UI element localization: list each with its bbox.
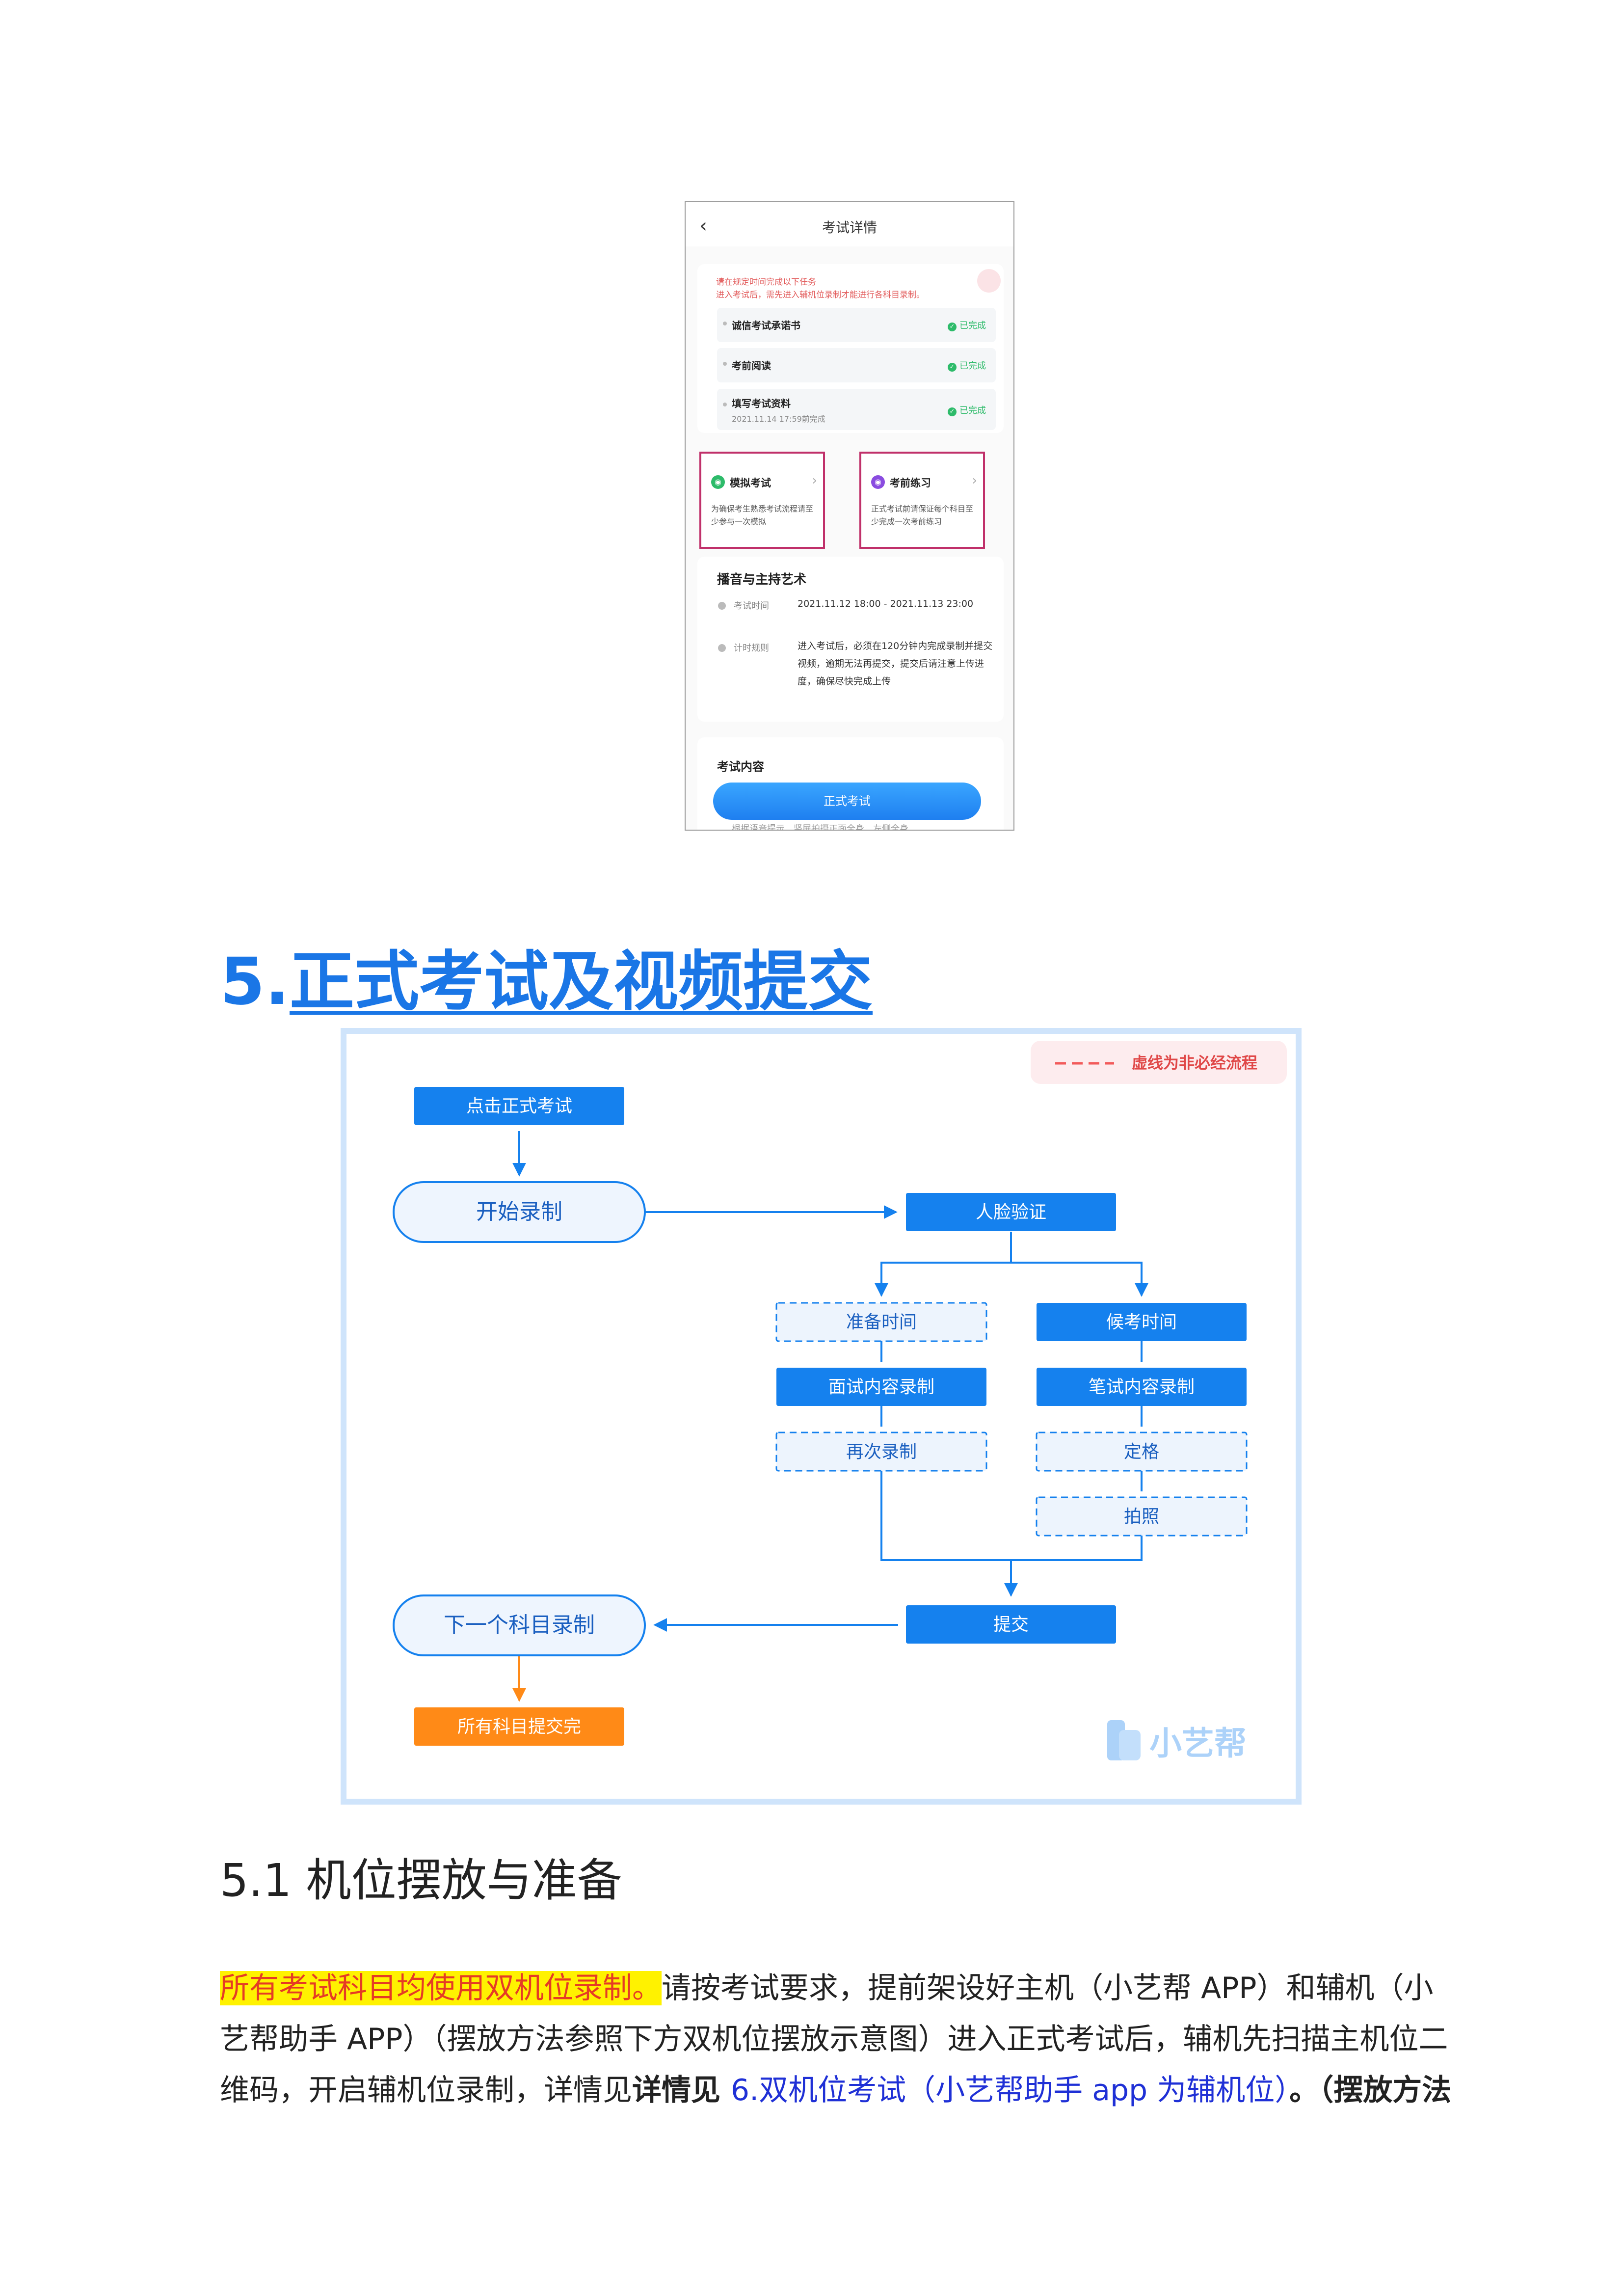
legend-label: 虚线为非必经流程 — [1132, 1053, 1257, 1072]
phone-title: 考试详情 — [822, 219, 877, 236]
practice-label: 考前练习 — [890, 477, 931, 489]
status-badge: ✓已完成 — [948, 319, 986, 331]
node-written-record: 笔试内容录制 — [1037, 1368, 1247, 1406]
arrow — [1011, 1262, 1148, 1297]
chevron-right-icon: › — [812, 473, 817, 488]
practice-icon: ◉ — [871, 475, 885, 489]
content-hint: 根据语音提示，竖屏拍摄正面全身、左侧全身、 — [732, 824, 917, 831]
phone-header: ‹ 考试详情 — [686, 202, 1013, 246]
time-label: 考试时间 — [734, 601, 769, 611]
node-next-subject: 下一个科目录制 — [393, 1594, 646, 1656]
svg-text:面试内容录制: 面试内容录制 — [828, 1377, 934, 1397]
notice-line2: 进入考试后，需先进入辅机位录制才能进行各科目录制。 — [716, 290, 925, 300]
body-line-3: 维码，开启辅机位录制，详情见详情见 6.双机位考试（小艺帮助手 app 为辅机位… — [220, 2073, 1452, 2107]
body-line-1: 所有考试科目均使用双机位录制。请按考试要求，提前架设好主机（小艺帮 APP）和辅… — [220, 1971, 1434, 2005]
node-face-verify: 人脸验证 — [906, 1193, 1116, 1231]
svg-text:人脸验证: 人脸验证 — [976, 1202, 1046, 1222]
node-all-done: 所有科目提交完 — [414, 1707, 624, 1746]
node-click-exam: 点击正式考试 — [414, 1087, 624, 1125]
node-interview-record: 面试内容录制 — [776, 1368, 986, 1406]
practice-desc: 正式考试前请保证每个科目至少完成一次考前练习 — [871, 504, 974, 526]
check-icon: ✓ — [948, 363, 957, 372]
check-icon: ✓ — [948, 323, 957, 331]
node-prep-time: 准备时间 — [775, 1302, 987, 1342]
svg-text:提交: 提交 — [993, 1615, 1029, 1635]
arrow — [875, 1232, 1012, 1297]
logo-icon — [1107, 1720, 1125, 1760]
rule-label: 计时规则 — [734, 643, 769, 653]
chevron-left-icon[interactable]: ‹ — [699, 215, 707, 237]
mock-exam-desc: 为确保考生熟悉考试流程请至少参与一次模拟 — [711, 504, 814, 526]
flowchart-frame — [341, 1028, 1302, 1805]
subsection-title: 5.1 机位摆放与准备 — [220, 1854, 622, 1907]
svg-text:候考时间: 候考时间 — [1106, 1312, 1177, 1332]
svg-text:再次录制: 再次录制 — [846, 1442, 917, 1462]
task-name: 诚信考试承诺书 — [732, 320, 800, 331]
mock-exam-icon: ◉ — [711, 475, 725, 489]
node-freeze: 定格 — [1036, 1432, 1248, 1472]
svg-text:定格: 定格 — [1124, 1442, 1159, 1462]
watermark: 小艺帮 — [1107, 1720, 1247, 1762]
svg-text:下一个科目录制: 下一个科目录制 — [444, 1613, 595, 1638]
exam-detail-screenshot: ‹ 考试详情 请在规定时间完成以下任务 进入考试后，需先进入辅机位录制才能进行各… — [685, 201, 1014, 831]
node-photo: 拍照 — [1036, 1496, 1248, 1537]
mock-exam-card[interactable]: ◉ 模拟考试 › 为确保考生熟悉考试流程请至少参与一次模拟 — [699, 452, 825, 549]
task-row[interactable]: 填写考试资料 2021.11.14 17:59前完成 ✓已完成 — [717, 389, 996, 430]
formal-exam-button[interactable]: 正式考试 — [713, 783, 981, 820]
node-start-record: 开始录制 — [393, 1181, 646, 1243]
content-title: 考试内容 — [717, 760, 764, 774]
time-value: 2021.11.12 18:00 - 2021.11.13 23:00 — [798, 598, 974, 609]
task-deadline: 2021.11.14 17:59前完成 — [732, 414, 825, 424]
rule-value: 进入考试后，必须在120分钟内完成录制并提交视频，逾期无法再提交，提交后请注意上… — [798, 641, 993, 687]
bullet-icon — [723, 403, 727, 406]
chevron-right-icon: › — [972, 473, 977, 488]
clock-icon — [718, 602, 726, 610]
svg-text:准备时间: 准备时间 — [846, 1312, 917, 1332]
heading-title: 正式考试及视频提交 — [290, 944, 873, 1020]
task-name: 考前阅读 — [732, 360, 771, 372]
mock-exam-label: 模拟考试 — [730, 477, 771, 489]
status-badge: ✓已完成 — [948, 404, 986, 416]
task-row[interactable]: 考前阅读 ✓已完成 — [717, 348, 996, 382]
task-name: 填写考试资料 — [732, 398, 791, 409]
bullet-icon — [723, 322, 727, 325]
timer-icon — [718, 644, 726, 652]
svg-text:开始录制: 开始录制 — [476, 1199, 562, 1224]
practice-card[interactable]: ◉ 考前练习 › 正式考试前请保证每个科目至少完成一次考前练习 — [859, 452, 985, 549]
notice-line1: 请在规定时间完成以下任务 — [716, 277, 816, 287]
task-row[interactable]: 诚信考试承诺书 ✓已完成 — [717, 308, 996, 342]
check-icon: ✓ — [948, 407, 957, 416]
section-heading: 5.正式考试及视频提交 — [220, 943, 873, 1021]
node-wait-time: 候考时间 — [1037, 1303, 1247, 1341]
svg-text:拍照: 拍照 — [1124, 1507, 1159, 1527]
section-6-link[interactable]: 6.双机位考试（小艺帮助手 app 为辅机位） — [730, 2073, 1290, 2107]
exam-flowchart: 虚线为非必经流程 点击正式考试 开始录制 人脸验证 准备时间 候考时间 面试内容… — [341, 1028, 1302, 1805]
subject-card — [697, 557, 1004, 722]
body-line-2: 艺帮助手 APP）（摆放方法参照下方双机位摆放示意图）进入正式考试后，辅机先扫描… — [220, 2022, 1448, 2056]
heading-number: 5. — [220, 944, 290, 1020]
legend-box — [1031, 1041, 1287, 1084]
corner-badge-icon — [977, 269, 1001, 293]
svg-text:所有科目提交完: 所有科目提交完 — [457, 1717, 581, 1737]
svg-text:点击正式考试: 点击正式考试 — [466, 1096, 572, 1116]
highlighted-text: 所有考试科目均使用双机位录制。 — [220, 1971, 662, 2005]
node-submit: 提交 — [906, 1605, 1116, 1644]
node-re-record: 再次录制 — [775, 1432, 987, 1472]
subject-title: 播音与主持艺术 — [717, 572, 807, 587]
svg-text:笔试内容录制: 笔试内容录制 — [1089, 1377, 1195, 1397]
status-badge: ✓已完成 — [948, 359, 986, 372]
bullet-icon — [723, 362, 727, 366]
watermark-text: 小艺帮 — [1149, 1725, 1247, 1762]
